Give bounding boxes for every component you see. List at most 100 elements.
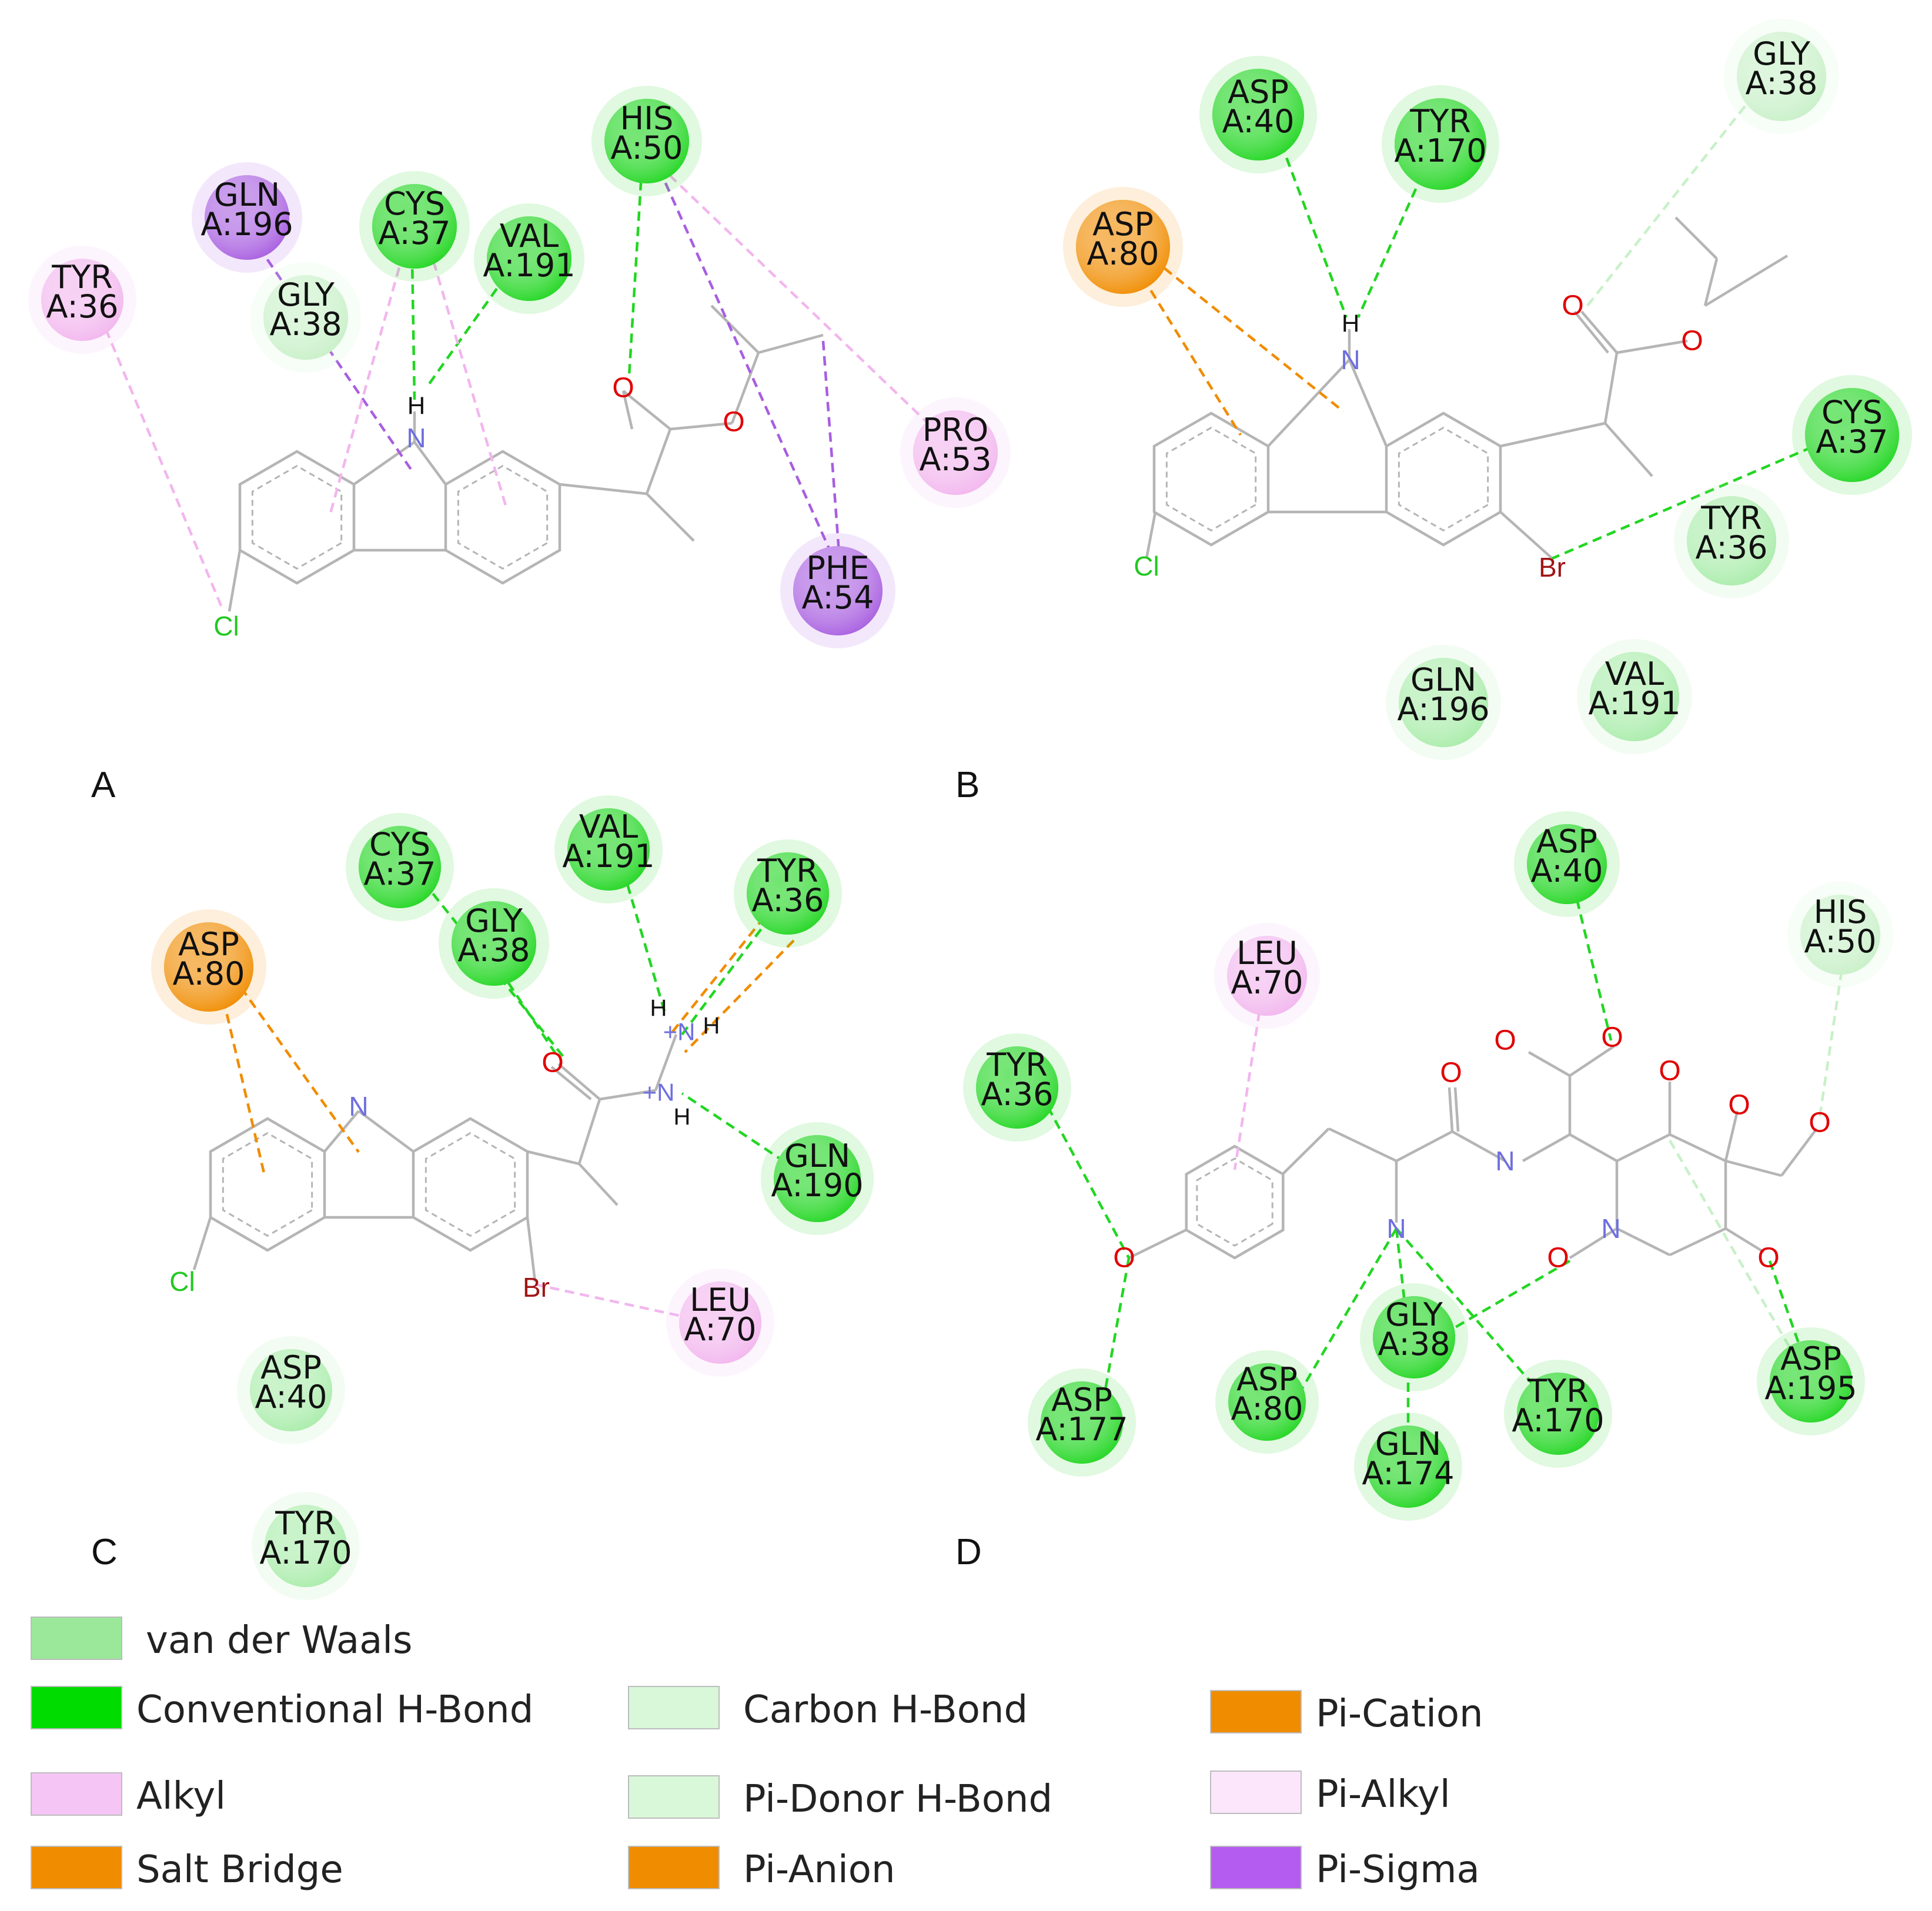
- interaction-line: [1568, 869, 1613, 1041]
- residue-disc-shade: [913, 410, 998, 495]
- legend-swatch: [31, 1686, 122, 1729]
- residue-chain: A:170: [259, 1534, 352, 1571]
- atom-label: O: [1681, 326, 1703, 357]
- covalent-bond: [1267, 359, 1351, 447]
- benzene-ring: [1385, 411, 1502, 547]
- residue-disc-shade: [1227, 936, 1307, 1016]
- covalent-bond: [1674, 216, 1718, 260]
- residue-disc-shade: [250, 1349, 332, 1431]
- residue-disc-shade: [567, 808, 650, 891]
- residue-disc-shade: [793, 546, 883, 635]
- residue-disc-shade: [1395, 98, 1486, 190]
- legend-swatch: [1210, 1690, 1302, 1733]
- covalent-bond: [1616, 1133, 1671, 1163]
- residue-chain: A:177: [1035, 1411, 1128, 1448]
- legend-label: Alkyl: [136, 1775, 226, 1818]
- residue-chain: A:38: [1378, 1326, 1450, 1363]
- residue-disc-shade: [1770, 1340, 1852, 1423]
- legend-label: Carbon H-Bond: [743, 1688, 1028, 1732]
- legend-label: Pi-Anion: [743, 1848, 895, 1892]
- covalent-bond: [527, 1150, 580, 1166]
- residue-chain: A:80: [1231, 1390, 1303, 1427]
- atom-label: H: [407, 392, 425, 420]
- residue-disc-shade: [41, 259, 123, 341]
- residue-name: CYS: [384, 185, 445, 222]
- residue-name: TYR: [1700, 500, 1762, 537]
- covalent-bond: [578, 1163, 619, 1206]
- legend-label: van der Waals: [146, 1619, 413, 1662]
- interaction-line: [240, 986, 360, 1153]
- residue-disc-shade: [1399, 658, 1488, 747]
- covalent-bond: [1569, 1045, 1615, 1077]
- interaction-line: [1552, 433, 1841, 560]
- interaction-line: [1586, 81, 1765, 307]
- covalent-bond: [1527, 1051, 1571, 1077]
- residue-chain: A:36: [981, 1076, 1054, 1113]
- interaction-line: [821, 340, 843, 577]
- atom-label: O: [1601, 1022, 1623, 1053]
- residue-chain: A:191: [1588, 685, 1680, 722]
- covalent-bond: [526, 1217, 537, 1282]
- covalent-bond: [1616, 1227, 1671, 1257]
- interaction-line: [425, 275, 507, 389]
- covalent-bond: [1573, 310, 1609, 354]
- interaction-line: [1395, 1228, 1410, 1335]
- residue-name: ASP: [178, 926, 239, 963]
- residue-name: GLY: [277, 276, 335, 313]
- residue-disc-shade: [774, 1135, 861, 1222]
- interaction-line: [657, 163, 954, 448]
- covalent-bond: [1669, 1133, 1726, 1163]
- residue-disc-shade: [747, 852, 829, 935]
- residue-chain: A:196: [200, 206, 293, 243]
- covalent-bond: [758, 333, 824, 354]
- residue-chain: A:38: [1746, 65, 1818, 102]
- atom-label: O: [1562, 290, 1583, 322]
- benzene-ring: [209, 1117, 326, 1252]
- residue-chain: A:80: [173, 955, 245, 992]
- covalent-bond: [357, 1110, 415, 1153]
- residue-disc-shade: [205, 175, 289, 260]
- atom-label: O: [1547, 1243, 1569, 1274]
- covalent-bond: [1604, 422, 1653, 477]
- interaction-line: [645, 140, 848, 588]
- interaction-line: [327, 223, 413, 518]
- residue-disc-shade: [1687, 496, 1776, 585]
- residue-chain: A:70: [1231, 964, 1303, 1001]
- aromatic-ring-dashes: [1165, 426, 1257, 532]
- residue-disc-shade: [1228, 1363, 1306, 1441]
- interaction-line: [1134, 263, 1242, 436]
- legend-swatch: [628, 1775, 720, 1819]
- atom-label: Cl: [213, 611, 239, 641]
- residue-name: ASP: [260, 1349, 322, 1386]
- aromatic-ring-dashes: [1196, 1157, 1273, 1247]
- interaction-line: [627, 135, 646, 377]
- atom-label: O: [542, 1047, 563, 1079]
- residue-disc-shade: [452, 901, 536, 986]
- covalent-bond: [1128, 1228, 1187, 1260]
- legend-swatch: [31, 1846, 122, 1889]
- legend-label: Pi-Alkyl: [1316, 1773, 1450, 1816]
- interaction-line: [1298, 1227, 1398, 1394]
- residue-name: LEU: [1236, 935, 1298, 972]
- residue-disc-shade: [263, 275, 348, 360]
- covalent-bond: [1328, 1127, 1397, 1163]
